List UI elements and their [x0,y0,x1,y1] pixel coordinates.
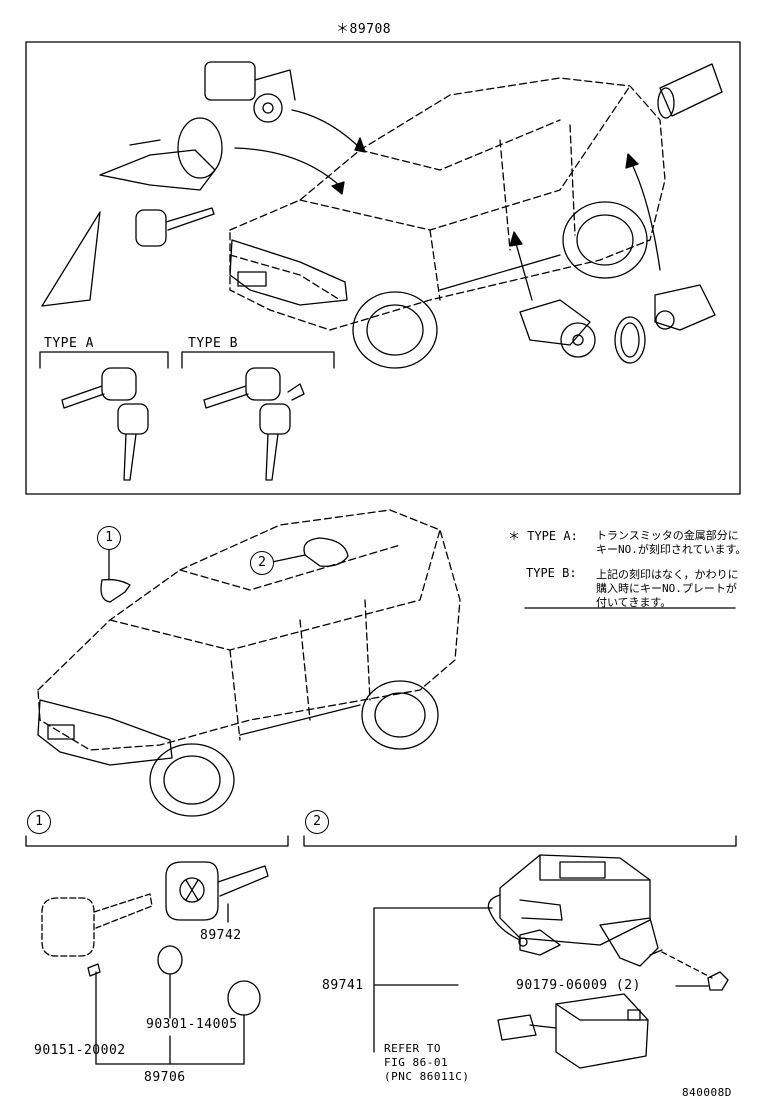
bolt-leader [661,951,713,979]
ignition-cylinder [99,117,223,191]
callout-1-section: 1 [27,810,51,834]
arrow-2-head [331,181,345,195]
diagram-code: 840008D [682,1086,732,1099]
door-lock-cylinder-top [204,61,296,123]
top-key [135,207,215,247]
note-type-b-line3: 付いてきます。 [596,596,672,609]
rear-lock-cylinder [654,284,716,331]
arrow-4-head [625,153,639,169]
bolt-90179 [707,971,729,991]
top-vehicle [229,77,666,331]
top-vehicle-solid [229,201,648,369]
key-blank [41,893,153,957]
type-b-label: TYPE B [188,336,238,351]
middle-vehicle-solid [37,680,439,817]
arrow-3 [514,239,533,301]
type-a-label: TYPE A [44,336,94,351]
note-type-b-line2: 購入時にキーNO.プレートが [596,582,737,595]
refer-to-line3: (PNC 86011C) [384,1070,470,1083]
master-key-89742 [165,861,269,923]
note-type-b-line1: 上記の刻印はなく，かわりに [596,568,739,581]
89741-leader [373,907,493,1053]
small-disc [157,945,183,975]
middle-vehicle [37,509,461,751]
type-a-keys [61,367,149,481]
callout-2-section: 2 [305,810,329,834]
section-2-bracket [303,835,737,847]
type-b-bracket [181,351,335,369]
part-90151-20002: 90151-20002 [34,1043,126,1058]
arrow-1 [291,109,363,151]
type-b-keys [203,367,305,481]
arrow-2 [234,147,341,187]
refer-to-line2: FIG 86-01 [384,1056,449,1069]
note-type-b-label: TYPE B: [526,566,577,580]
transmitter-module-89741 [487,854,663,967]
part-90301-14005: 90301-14005 [146,1017,238,1032]
part-90179-06009: 90179-06009 (2) [516,978,641,993]
callout-1-mid: 1 [97,526,121,550]
part-89706: 89706 [144,1070,186,1085]
callout-2-leader [271,537,349,567]
note-type-a-label: ＊ TYPE A: [508,529,578,543]
arrow-4 [629,159,661,271]
door-control-receiver [497,993,649,1069]
arrow-3-head [509,231,523,247]
note-type-a-line2: キーNO.が刻印されています。 [596,543,747,556]
retaining-ring [614,316,646,364]
part-89742: 89742 [200,928,242,943]
callout-2-mid: 2 [250,551,274,575]
key-plate-triangle [41,211,101,307]
kit-part-number: ＊89708 [336,22,392,37]
part-89741: 89741 [322,978,364,993]
section-1-bracket [25,835,289,847]
arrow-1-head [354,137,366,153]
kit-frame [25,41,741,495]
refer-to-line1: REFER TO [384,1042,441,1055]
back-door-cylinder [657,63,723,119]
side-door-cylinder [519,299,596,358]
key-blank-icon [100,578,131,603]
note-type-a-line1: トランスミッタの金属部分に [596,529,739,542]
screw-part [87,963,101,1065]
type-a-bracket [39,351,169,369]
large-disc [227,980,261,1016]
